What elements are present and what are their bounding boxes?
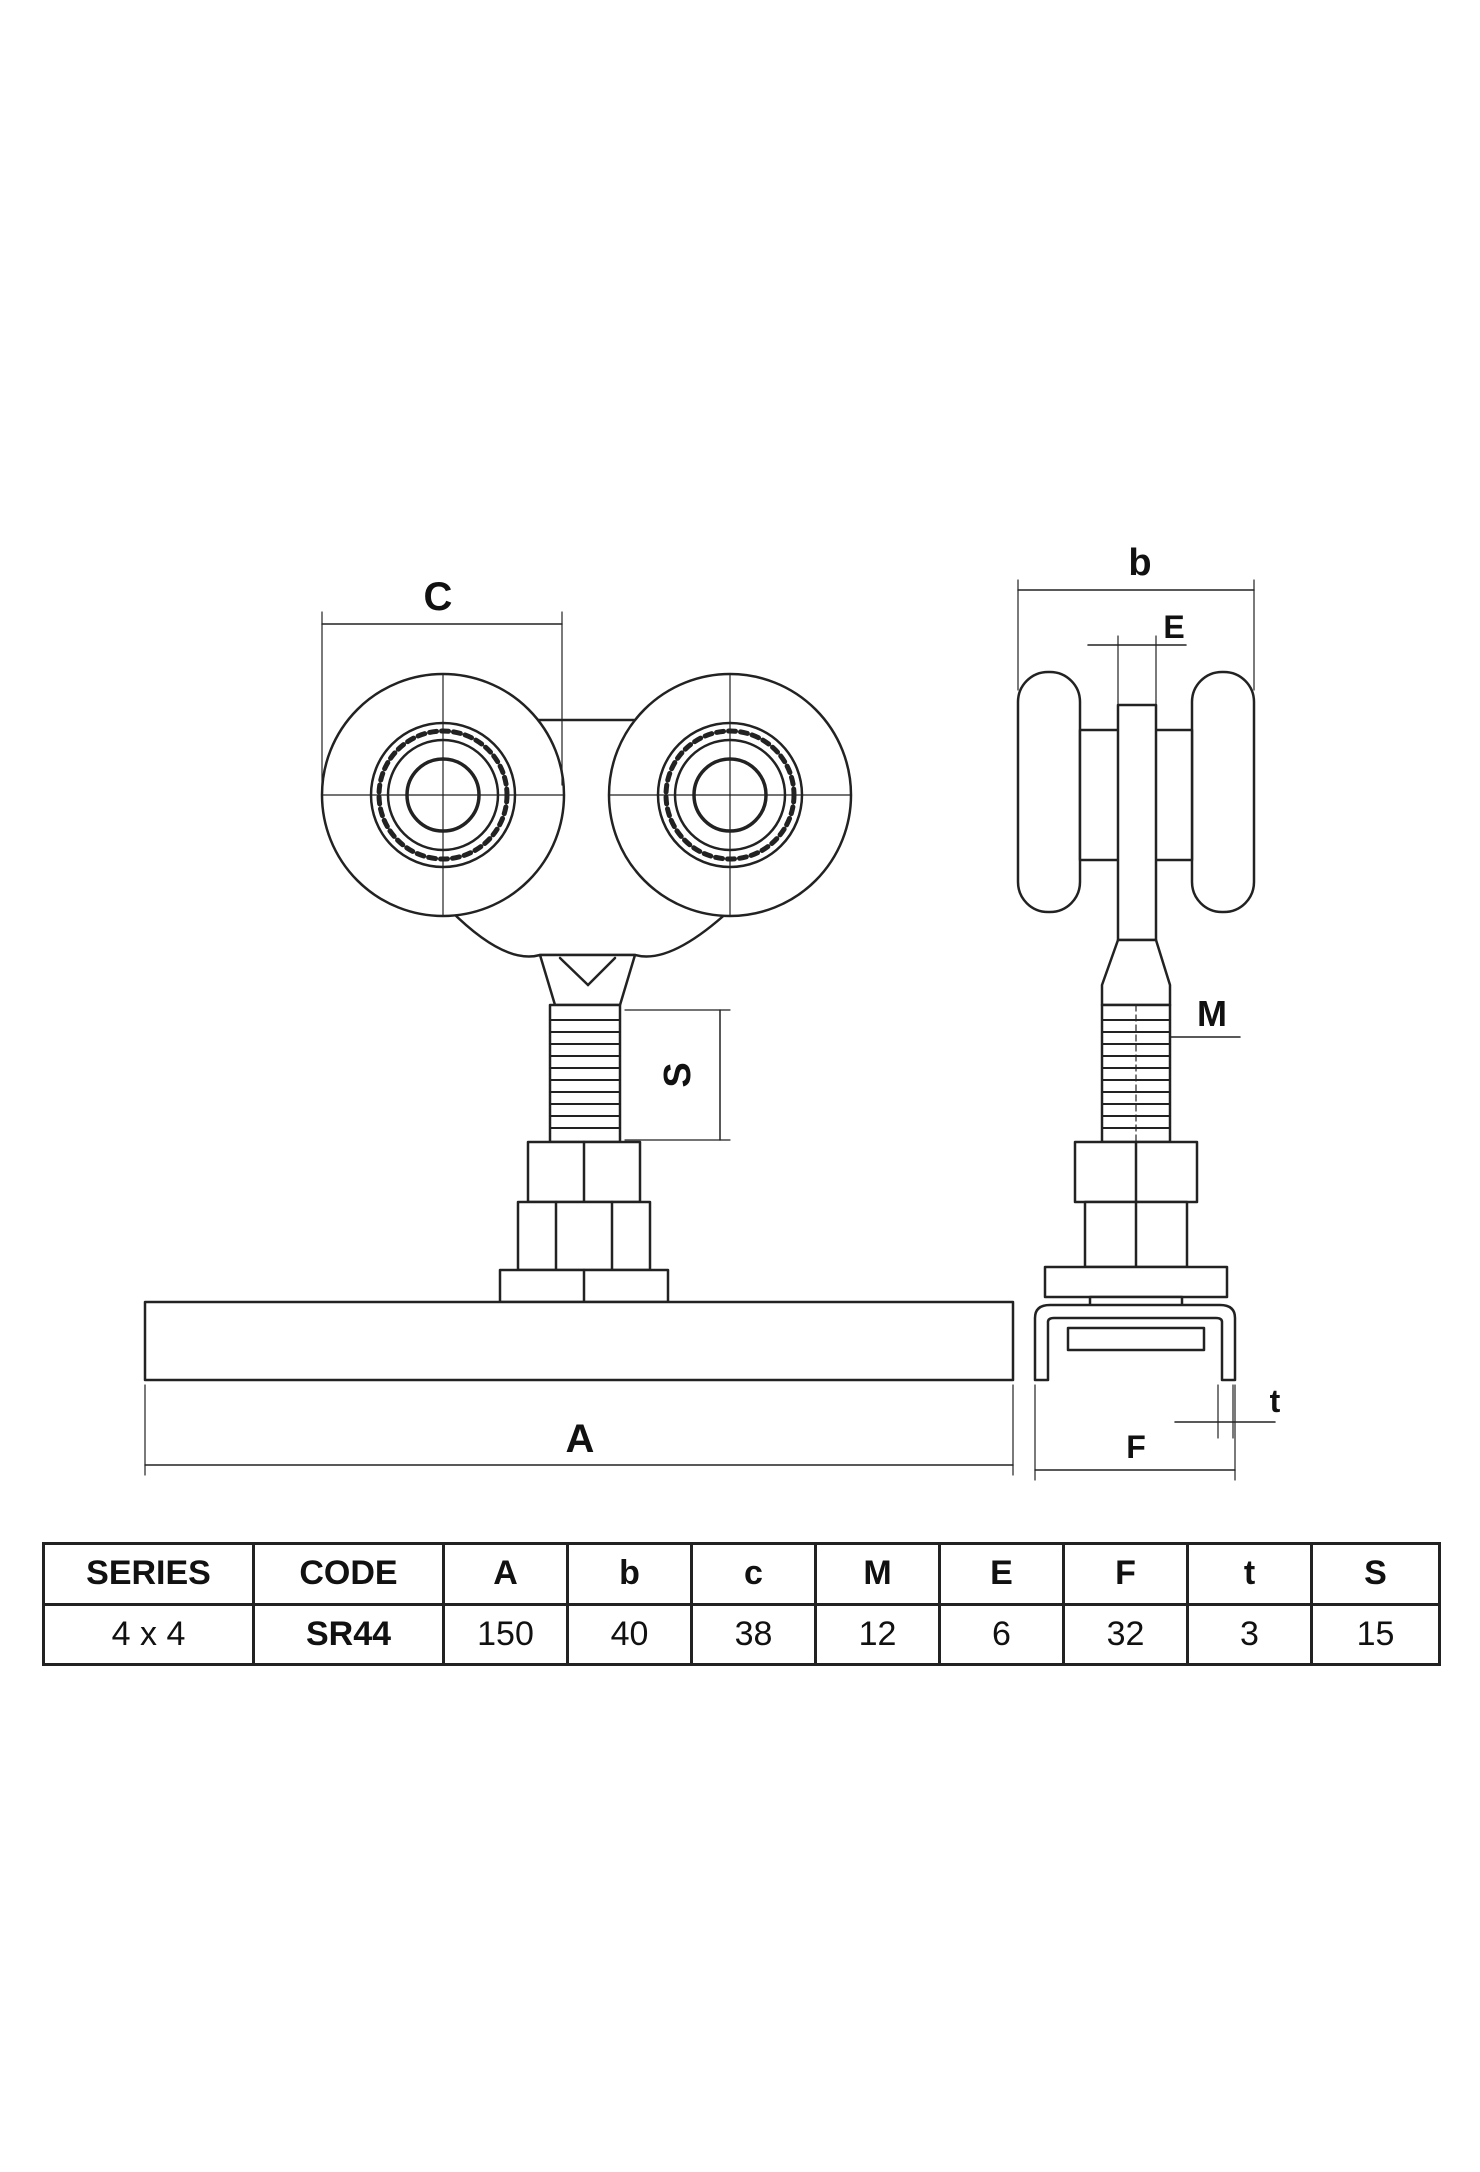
label-e: E [1163,609,1184,645]
value-e: 6 [938,1602,1065,1666]
stem-neck [538,953,637,1007]
header-s: S [1310,1542,1441,1606]
header-a: A [442,1542,569,1606]
value-code: SR44 [252,1602,445,1666]
side-u-channel [1033,1303,1237,1382]
label-m: M [1197,993,1227,1034]
side-view [1016,579,1276,1481]
value-s: 15 [1310,1602,1441,1666]
front-wheel-right [607,672,853,918]
label-f: F [1126,1429,1146,1465]
spec-table-header-row: SERIES CODE A b c M E F t S [42,1542,1441,1606]
label-s: S [657,1062,699,1087]
value-a: 150 [442,1602,569,1666]
value-c: 38 [690,1602,817,1666]
side-nuts [1043,1140,1229,1311]
value-m: 12 [814,1602,941,1666]
header-series: SERIES [42,1542,255,1606]
spec-table: SERIES CODE A b c M E F t S 4 x 4 SR44 1… [42,1542,1441,1666]
header-b: b [566,1542,693,1606]
header-m: M [814,1542,941,1606]
header-e: E [938,1542,1065,1606]
front-nuts [498,1140,670,1304]
value-series: 4 x 4 [42,1602,255,1666]
header-code: CODE [252,1542,445,1606]
side-center-plate [1116,703,1158,942]
header-c: c [690,1542,817,1606]
front-wheel-left [320,672,566,918]
side-wheel-right [1190,670,1256,914]
value-t: 3 [1186,1602,1313,1666]
side-wheel-left [1016,670,1082,914]
label-a: A [566,1417,595,1461]
value-b: 40 [566,1602,693,1666]
header-f: F [1062,1542,1189,1606]
value-f: 32 [1062,1602,1189,1666]
header-t: t [1186,1542,1313,1606]
spec-table-value-row: 4 x 4 SR44 150 40 38 12 6 32 3 15 [42,1602,1441,1666]
label-t: t [1270,1383,1281,1419]
front-base-plate [143,1300,1015,1382]
front-view [143,611,1015,1476]
label-c: C [424,575,453,619]
threaded-stem [548,1003,622,1144]
label-b: b [1128,542,1151,584]
